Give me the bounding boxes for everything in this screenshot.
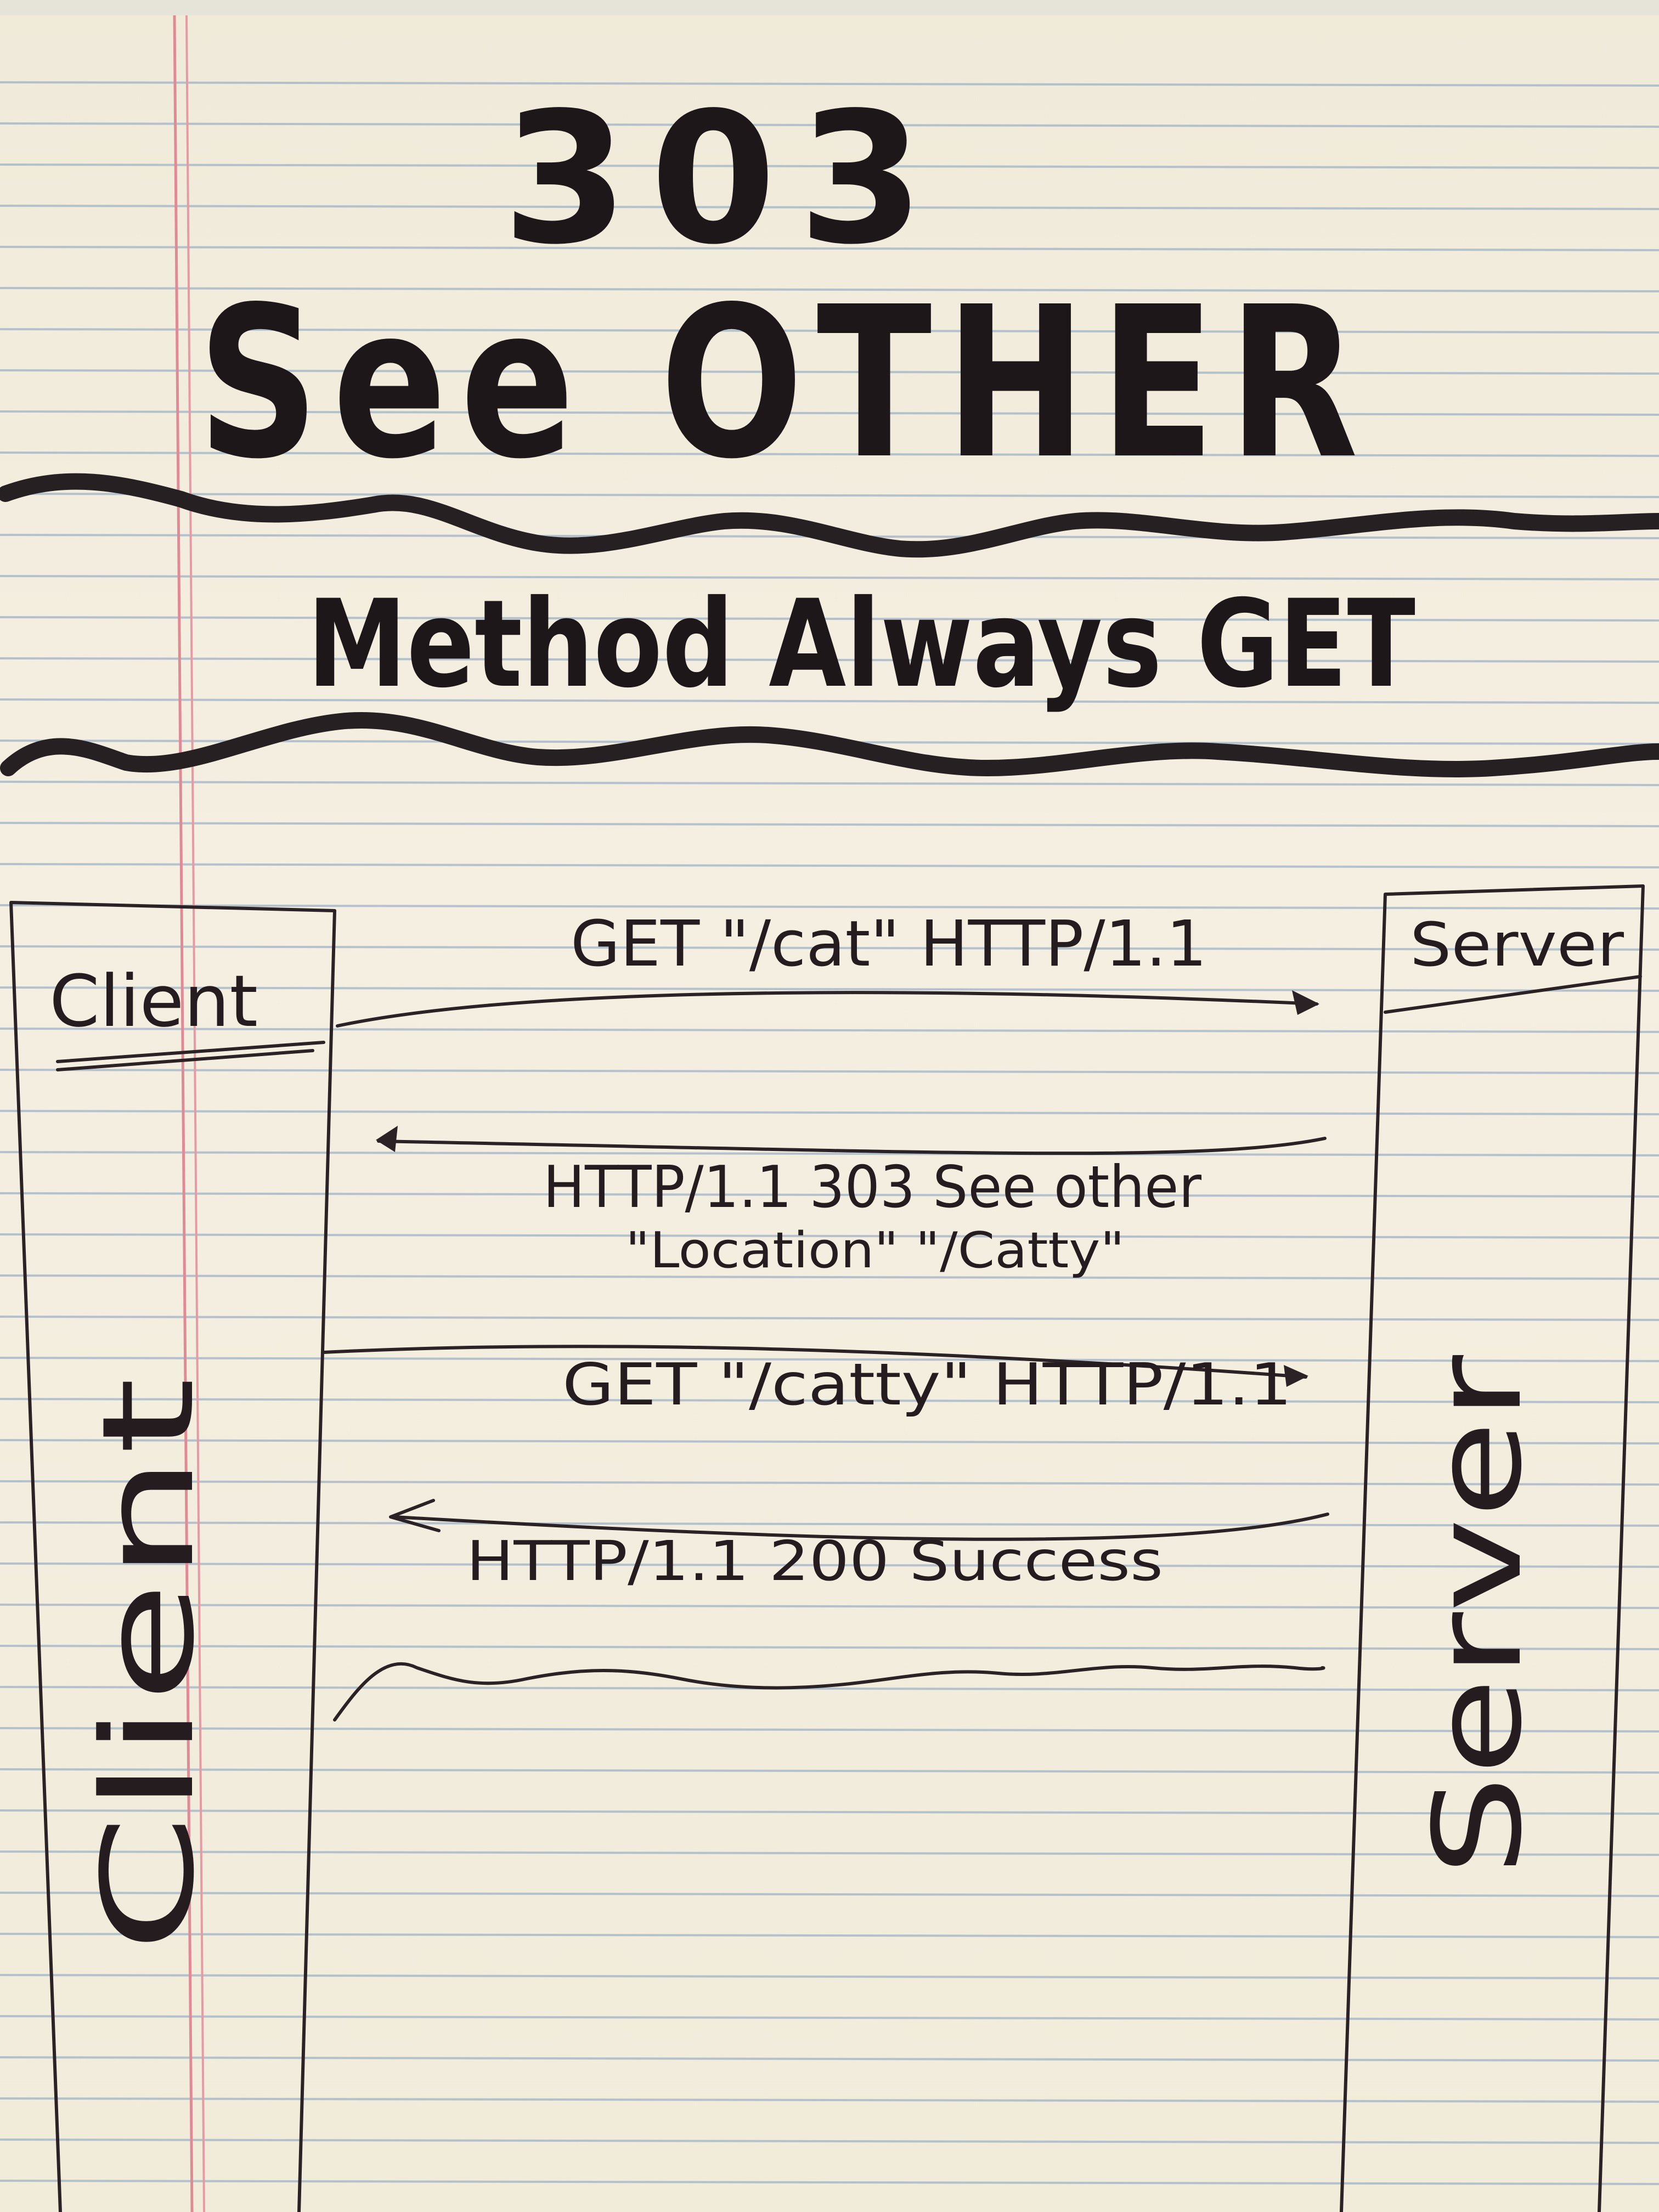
ruled-line — [0, 1233, 1659, 1239]
ruled-line — [0, 822, 1659, 827]
wavy-divider-bottom — [0, 712, 1659, 778]
ruled-line — [0, 616, 1659, 622]
message-1-arrow — [336, 991, 1318, 1028]
ruled-line — [0, 1562, 1659, 1568]
ruled-line — [0, 1192, 1659, 1198]
message-3-arrow — [322, 1345, 1307, 1379]
ruled-line — [0, 1974, 1659, 1979]
ruled-line — [0, 2138, 1659, 2144]
ruled-line — [0, 1727, 1659, 1733]
ruled-line — [0, 2056, 1659, 2062]
message-4-label: HTTP/1.1 200 Success — [466, 1529, 1163, 1593]
message-2-arrow — [377, 1137, 1327, 1155]
ruled-line — [0, 2015, 1659, 2021]
client-lifeline-label: Client — [76, 1377, 222, 1953]
margin-line — [173, 15, 194, 2212]
client-box-label: Client — [49, 960, 258, 1043]
ruled-line — [0, 1069, 1659, 1074]
ruled-line — [0, 1892, 1659, 1897]
client-label-underline — [56, 1041, 325, 1071]
ruled-line — [0, 410, 1659, 416]
ruled-line — [0, 1604, 1659, 1609]
message-4-arrowhead — [389, 1499, 441, 1532]
message-4-arrow — [393, 1513, 1329, 1541]
ruled-line — [0, 1809, 1659, 1815]
ruled-line — [0, 698, 1659, 704]
ruled-line — [0, 1316, 1659, 1321]
ruled-line — [0, 205, 1659, 210]
ruled-line — [0, 1357, 1659, 1362]
ruled-line — [0, 863, 1659, 868]
page-top-edge — [0, 0, 1659, 15]
ruled-line — [0, 287, 1659, 292]
ruled-line — [0, 1110, 1659, 1115]
ruled-line — [0, 493, 1659, 498]
ruled-line — [0, 1151, 1659, 1156]
ruled-line — [0, 1768, 1659, 1774]
server-lifeline-label: Server — [1408, 1355, 1548, 1876]
message-1-label: GET "/cat" HTTP/1.1 — [571, 907, 1207, 981]
ruled-line — [0, 246, 1659, 251]
margin-line-inner — [185, 15, 205, 2212]
server-box-outline — [1340, 884, 1645, 2212]
ruled-line — [0, 1933, 1659, 1938]
message-2-arrowhead — [376, 1126, 398, 1152]
ruled-line — [0, 2180, 1659, 2185]
ruled-line — [0, 1028, 1659, 1033]
message-2-label: HTTP/1.1 303 See other — [543, 1154, 1202, 1221]
server-label-underline — [1384, 975, 1642, 1014]
ruled-line — [0, 781, 1659, 786]
ruled-line — [0, 81, 1659, 87]
message-3-label: GET "/catty" HTTP/1.1 — [562, 1351, 1292, 1418]
ruled-line — [0, 1480, 1659, 1486]
ruled-line — [0, 1398, 1659, 1403]
message-2-detail: "Location" "/Catty" — [625, 1222, 1125, 1279]
ruled-line — [0, 122, 1659, 128]
ruled-line — [0, 163, 1659, 169]
ruled-line — [0, 328, 1659, 334]
message-3-arrowhead — [1284, 1365, 1308, 1387]
client-box-outline — [9, 901, 336, 2212]
ruled-line — [0, 904, 1659, 910]
server-box-label: Server — [1410, 910, 1624, 980]
status-code-title: 303 — [503, 74, 946, 284]
method-note: Method Always GET — [307, 574, 1415, 714]
ruled-line — [0, 1274, 1659, 1280]
ruled-line — [0, 369, 1659, 375]
ruled-line — [0, 452, 1659, 457]
ruled-line — [0, 1439, 1659, 1444]
ruled-line — [0, 1850, 1659, 1856]
message-1-arrowhead — [1292, 990, 1319, 1015]
ruled-line — [0, 657, 1659, 663]
status-phrase-title: See OTHER — [198, 262, 1372, 505]
end-squiggle — [333, 1662, 1325, 1722]
ruled-line — [0, 575, 1659, 580]
ruled-line — [0, 1521, 1659, 1527]
ruled-line — [0, 1645, 1659, 1650]
wavy-divider-top — [0, 473, 1659, 558]
ruled-line — [0, 2097, 1659, 2103]
ruled-line — [0, 1686, 1659, 1691]
